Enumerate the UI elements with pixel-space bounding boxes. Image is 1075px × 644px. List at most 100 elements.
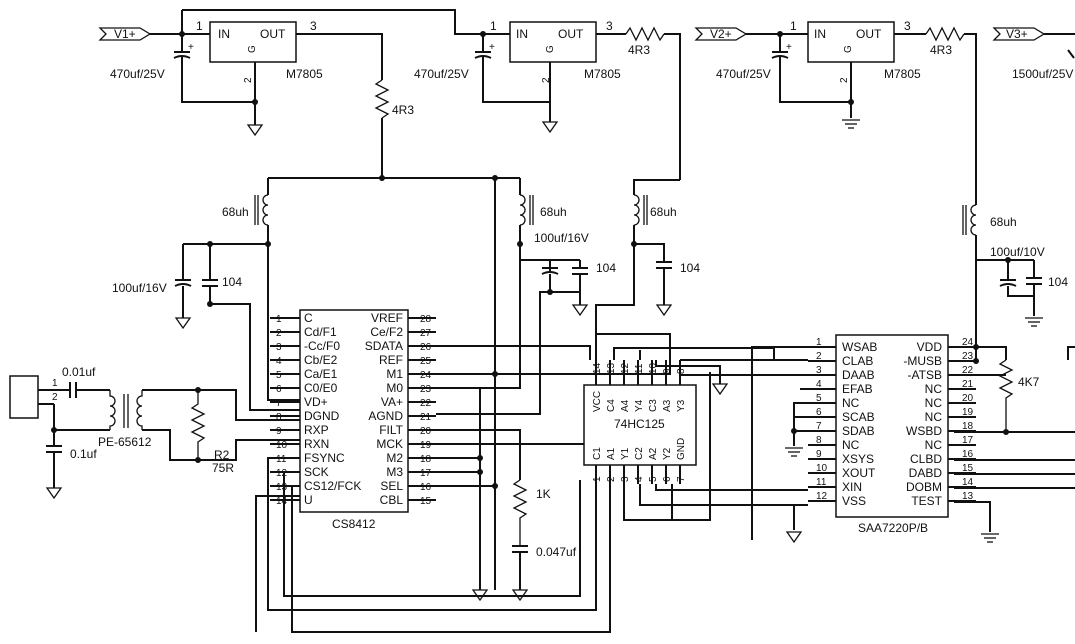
saa-pin-name: TEST bbox=[911, 494, 942, 508]
saa-pin-num: 18 bbox=[962, 421, 974, 432]
svg-text:1: 1 bbox=[52, 378, 58, 389]
saa-pin-name: XIN bbox=[842, 480, 862, 494]
cs8412-pin-num: 19 bbox=[420, 440, 432, 451]
hc125-pin-num: 12 bbox=[620, 362, 631, 374]
saa-pin-name: NC bbox=[925, 410, 943, 424]
svg-text:IN: IN bbox=[218, 27, 230, 41]
svg-text:104: 104 bbox=[222, 275, 242, 289]
cs8412-pin-name: SCK bbox=[304, 465, 329, 479]
cs8412-pin-num: 10 bbox=[276, 440, 288, 451]
svg-text:+: + bbox=[786, 42, 792, 53]
hc125-pin-name: Y3 bbox=[676, 399, 687, 412]
saa-pin-num: 13 bbox=[962, 491, 974, 502]
saa-pin-num: 2 bbox=[816, 351, 822, 362]
saa-pin-num: 19 bbox=[962, 407, 974, 418]
svg-text:+: + bbox=[489, 42, 495, 53]
transformer bbox=[109, 390, 143, 430]
cs8412-pin-name: RXP bbox=[304, 423, 329, 437]
saa-pin-num: 7 bbox=[816, 421, 822, 432]
svg-text:PE-65612: PE-65612 bbox=[98, 435, 152, 449]
saa-pin-name: -MUSB bbox=[903, 354, 942, 368]
chip-saa7220: SAA7220P/B bbox=[835, 334, 949, 535]
hc125-pin-name: Y2 bbox=[662, 447, 673, 460]
cs8412-pin-name: REF bbox=[379, 353, 403, 367]
cs8412-pin-num: 14 bbox=[276, 496, 288, 507]
svg-text:OUT: OUT bbox=[260, 27, 286, 41]
cs8412-pin-num: 28 bbox=[420, 314, 432, 325]
cs8412-pin-name: M0 bbox=[386, 381, 403, 395]
svg-text:IN: IN bbox=[516, 27, 528, 41]
svg-text:OUT: OUT bbox=[558, 27, 584, 41]
hc125-pin-num: 9 bbox=[662, 368, 673, 374]
svg-text:1: 1 bbox=[196, 19, 203, 33]
cs8412-pin-name: Ca/E1 bbox=[304, 367, 338, 381]
regulator-1-part: M7805 bbox=[286, 67, 323, 81]
chip-cs8412: CS8412 bbox=[299, 309, 409, 531]
svg-text:0.047uf: 0.047uf bbox=[536, 545, 577, 559]
saa-pin-num: 21 bbox=[962, 379, 974, 390]
svg-text:68uh: 68uh bbox=[650, 205, 677, 219]
cs8412-pin-name: MCK bbox=[376, 437, 403, 451]
saa-pin-num: 1 bbox=[816, 337, 822, 348]
saa-pin-num: 14 bbox=[962, 477, 974, 488]
hc125-pin-name: C4 bbox=[606, 399, 617, 412]
cap-470uf-3: + bbox=[771, 34, 851, 103]
hc125-pin-num: 4 bbox=[634, 476, 645, 482]
supply-v2: V2+ bbox=[694, 27, 748, 41]
saa-pin-name: NC bbox=[842, 396, 860, 410]
hc125-pin-name: Y4 bbox=[634, 399, 645, 412]
saa-pin-num: 11 bbox=[816, 477, 827, 488]
svg-text:68uh: 68uh bbox=[990, 215, 1017, 229]
saa-pin-num: 6 bbox=[816, 407, 822, 418]
cs8412-pin-num: 24 bbox=[420, 370, 432, 381]
cs8412-pin-name: M1 bbox=[386, 367, 403, 381]
saa-pin-num: 4 bbox=[816, 379, 822, 390]
saa-pin-num: 15 bbox=[962, 463, 974, 474]
cs8412-pin-num: 16 bbox=[420, 482, 432, 493]
svg-text:+: + bbox=[188, 42, 194, 53]
saa-pin-name: WSAB bbox=[842, 340, 877, 354]
regulator-1: IN OUT G 1 3 2 M7805 bbox=[196, 19, 323, 83]
hc125-pin-name: A3 bbox=[662, 399, 673, 412]
regulator-2: IN OUT G 1 3 2 M7805 bbox=[490, 19, 621, 83]
saa-pin-name: NC bbox=[925, 382, 943, 396]
cs8412-pin-num: 27 bbox=[420, 328, 432, 339]
hc125-name: 74HC125 bbox=[614, 417, 665, 431]
svg-text:2: 2 bbox=[541, 77, 552, 83]
saa-pin-name: VDD bbox=[917, 340, 943, 354]
saa-pin-name: VSS bbox=[842, 494, 866, 508]
hc125-pin-num: 11 bbox=[634, 363, 645, 374]
saa-pin-num: 9 bbox=[816, 449, 822, 460]
svg-text:100uf/10V: 100uf/10V bbox=[990, 245, 1045, 259]
hc125-pin-num: 1 bbox=[592, 476, 603, 482]
cs8412-pin-num: 9 bbox=[276, 426, 282, 437]
svg-text:4R3: 4R3 bbox=[628, 43, 650, 57]
cs8412-pin-name: CBL bbox=[380, 493, 404, 507]
saa-pin-num: 3 bbox=[816, 365, 822, 376]
cs8412-pin-name: C0/E0 bbox=[304, 381, 338, 395]
hc125-pin-name: A2 bbox=[648, 447, 659, 460]
res-4r3-a-label: 4R3 bbox=[392, 103, 414, 117]
regulator-3: IN OUT G 1 3 2 M7805 bbox=[790, 19, 921, 83]
cs8412-pin-name: M3 bbox=[386, 465, 403, 479]
cap-470uf-1-label: 470uf/25V bbox=[110, 67, 165, 81]
saa-pin-num: 10 bbox=[816, 463, 828, 474]
cs8412-pin-num: 5 bbox=[276, 370, 282, 381]
cs8412-pin-name: FILT bbox=[379, 423, 403, 437]
svg-text:3: 3 bbox=[310, 19, 317, 33]
saa-pin-name: -ATSB bbox=[908, 368, 942, 382]
saa-pin-name: CLAB bbox=[842, 354, 873, 368]
hc125-pin-name: VCC bbox=[592, 391, 603, 412]
saa-pin-name: NC bbox=[925, 438, 943, 452]
cs8412-pin-num: 3 bbox=[276, 342, 282, 353]
svg-text:100uf/16V: 100uf/16V bbox=[534, 231, 589, 245]
cap-470uf-2: + bbox=[474, 34, 550, 103]
saa-pin-name: CLBD bbox=[910, 452, 942, 466]
hc125-pin-name: C3 bbox=[648, 399, 659, 412]
chip-74hc125: 74HC125 bbox=[583, 384, 697, 466]
svg-text:75R: 75R bbox=[212, 461, 234, 475]
cs8412-pin-name: Ce/F2 bbox=[370, 325, 403, 339]
svg-text:1K: 1K bbox=[536, 487, 551, 501]
cs8412-pin-name: M2 bbox=[386, 451, 403, 465]
